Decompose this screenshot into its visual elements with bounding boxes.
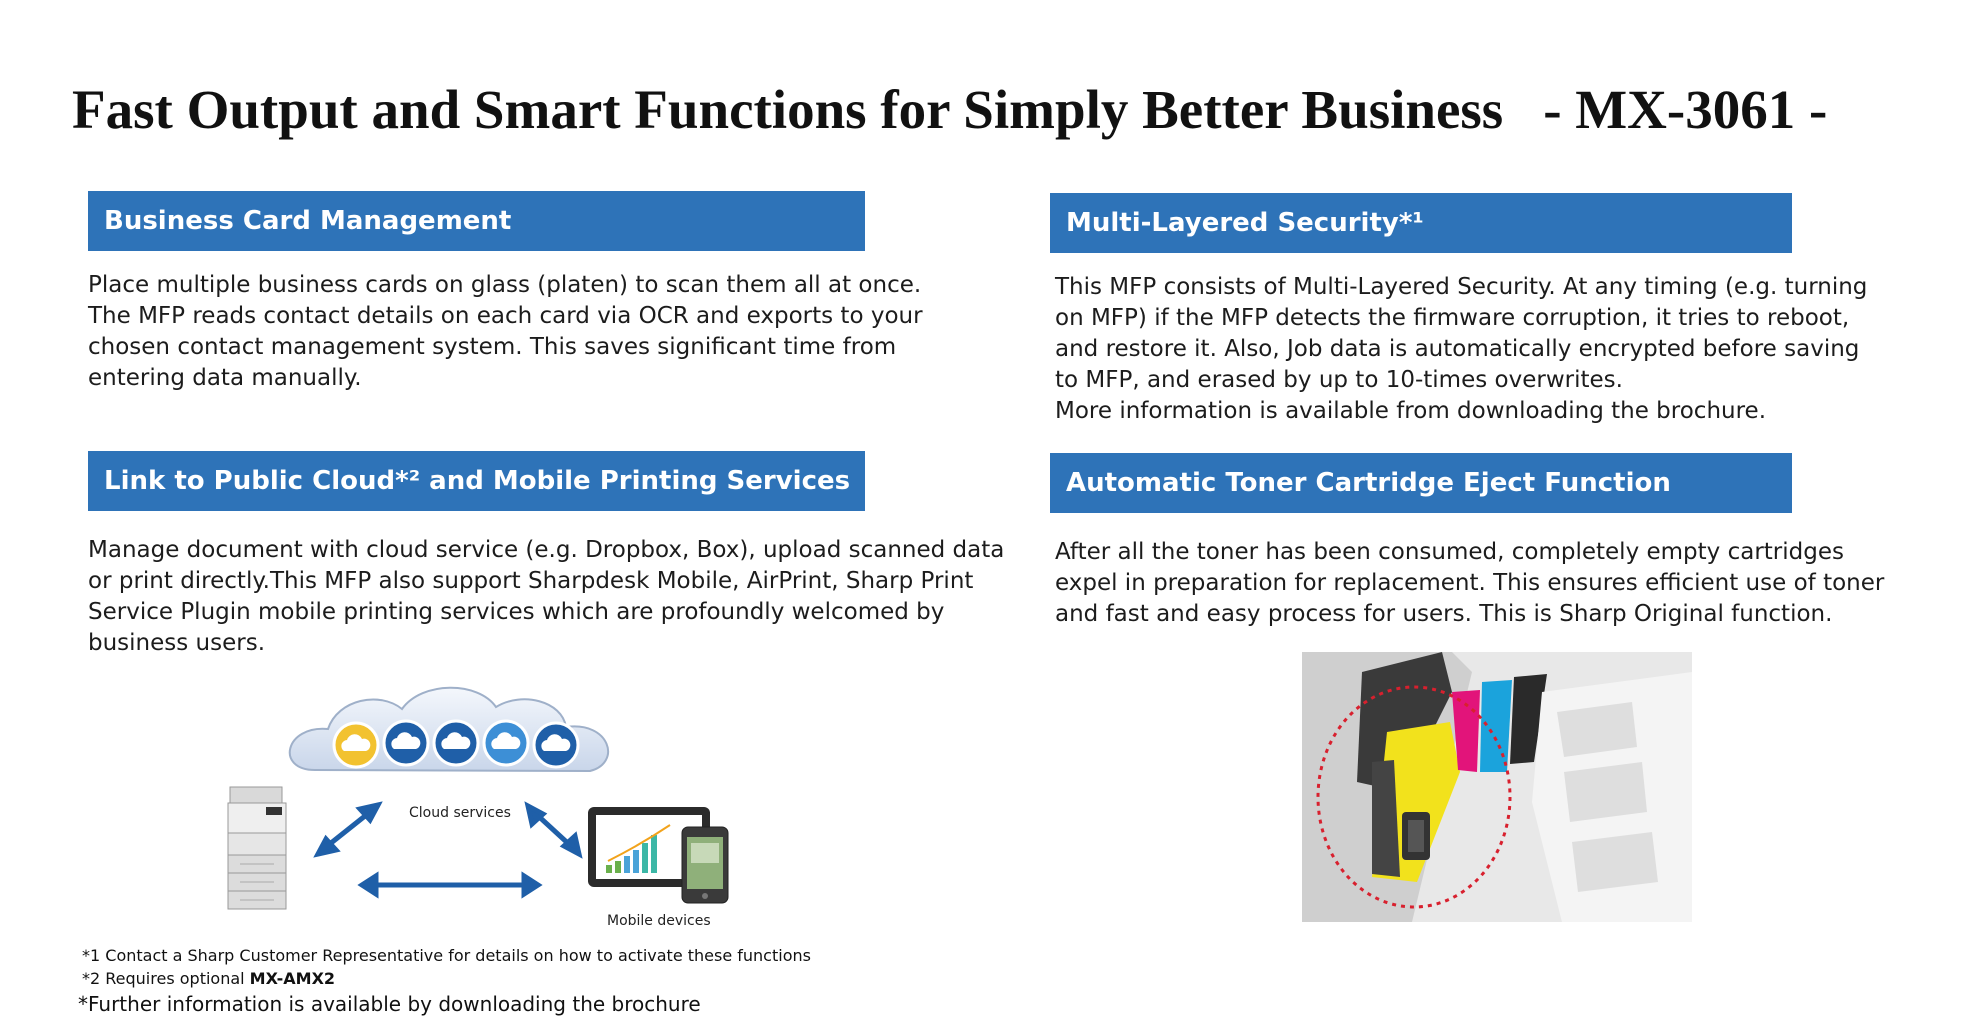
smartphone-icon — [681, 826, 729, 904]
cloud-diagram — [227, 686, 729, 910]
text-cloud: Manage document with cloud service (e.g.… — [88, 537, 1005, 656]
heading-cloud: Link to Public Cloud*² and Mobile Printi… — [88, 451, 865, 511]
footnote-3: *Further information is available by dow… — [78, 992, 701, 1016]
tablet-icon — [588, 807, 710, 887]
mobile-devices-label: Mobile devices — [607, 913, 711, 929]
cloud-service-icon-blue-3 — [532, 721, 580, 769]
text-security: This MFP consists of Multi-Layered Secur… — [1055, 274, 1868, 424]
footnote-1: *1 Contact a Sharp Customer Representati… — [82, 946, 811, 965]
title-main: Fast Output and Smart Functions for Simp… — [72, 79, 1504, 140]
heading-business-card: Business Card Management — [88, 191, 865, 251]
cloud-service-icon-yellow — [332, 721, 380, 769]
cloud-services-label: Cloud services — [409, 805, 511, 821]
heading-toner: Automatic Toner Cartridge Eject Function — [1050, 453, 1792, 513]
footnote-2: *2 Requires optional MX-AMX2 — [82, 969, 336, 988]
arrow-mfp-mobile — [357, 871, 543, 899]
arrow-mfp-cloud — [313, 801, 383, 858]
mfp-printer-icon — [227, 786, 287, 910]
arrow-cloud-mobile — [524, 801, 583, 859]
toner-cartridge-photo — [1302, 652, 1692, 922]
cloud-service-icon-blue-1 — [382, 719, 430, 767]
yellow-toner-cartridge — [1372, 722, 1460, 882]
cloud-service-icon-blue-2 — [432, 719, 480, 767]
title-model: - MX-3061 - — [1543, 79, 1828, 140]
cloud-service-icon-lightblue — [482, 719, 530, 767]
highlight-circle — [1316, 685, 1512, 909]
page-title: Fast Output and Smart Functions for Simp… — [72, 78, 1932, 141]
text-toner: After all the toner has been consumed, c… — [1055, 539, 1885, 627]
heading-security: Multi-Layered Security*¹ — [1050, 193, 1792, 253]
text-business-card: Place multiple business cards on glass (… — [88, 272, 923, 391]
